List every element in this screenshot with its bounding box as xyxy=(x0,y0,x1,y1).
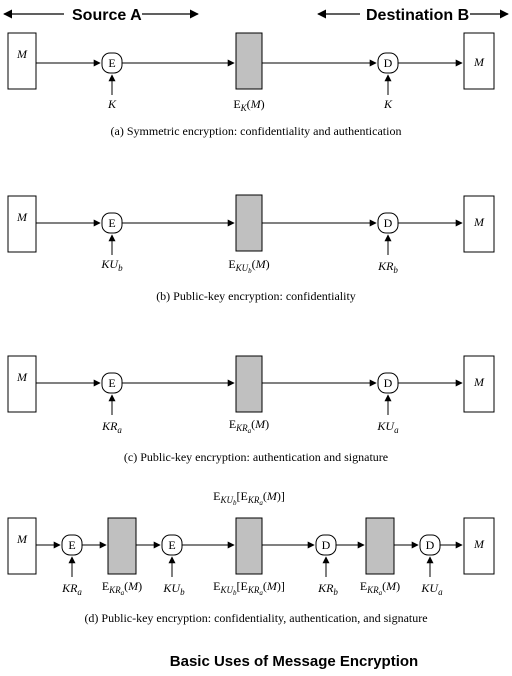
source-label: Source A xyxy=(72,7,142,24)
svg-text:E: E xyxy=(108,56,115,70)
svg-text:M: M xyxy=(16,210,28,224)
svg-text:M: M xyxy=(473,537,485,551)
plaintext-source-box xyxy=(7,517,37,575)
svg-text:D: D xyxy=(384,216,393,230)
ciphertext-box-2 xyxy=(235,517,263,575)
figure-title: Basic Uses of Message Encryption xyxy=(170,653,418,670)
encrypt-key-label: K xyxy=(107,97,117,111)
key-ku-a: KUa xyxy=(420,581,443,597)
svg-text:E: E xyxy=(108,216,115,230)
svg-text:D: D xyxy=(384,376,393,390)
diagram-c: M E KRa EKRa(M) D KUa M (c) Public-key e… xyxy=(7,355,495,464)
svg-text:M: M xyxy=(473,215,485,229)
ciphertext-label-2: EKUb[EKRa(M)] xyxy=(213,579,285,597)
ciphertext-label: EKUb(M) xyxy=(228,257,269,275)
ciphertext-box-1 xyxy=(107,517,137,575)
ciphertext-box xyxy=(235,355,263,413)
plaintext-dest-label: M xyxy=(473,55,485,69)
key-ku-b: KUb xyxy=(162,581,185,597)
diagram-b: M E KUb EKUb(M) D KRb M (b) Public-key e… xyxy=(7,194,495,303)
plaintext-dest-box xyxy=(463,355,495,413)
ciphertext-box xyxy=(235,194,263,252)
ciphertext-label: EKRa(M) xyxy=(229,417,269,435)
plaintext-dest-box xyxy=(463,517,495,575)
ciphertext-label: EK(M) xyxy=(233,97,264,113)
caption-a: (a) Symmetric encryption: confidentialit… xyxy=(111,124,402,138)
key-kr-b: KRb xyxy=(317,581,338,597)
header: Source A Destination B xyxy=(3,7,509,24)
decrypt-key-label: KRb xyxy=(377,259,398,275)
svg-text:D: D xyxy=(384,56,393,70)
svg-text:D: D xyxy=(322,538,331,552)
caption-d: (d) Public-key encryption: confidentiali… xyxy=(84,611,427,625)
key-kr-a: KRa xyxy=(61,581,82,597)
ciphertext-box xyxy=(235,32,263,90)
encrypt-key-label: KRa xyxy=(101,419,122,435)
svg-text:M: M xyxy=(473,375,485,389)
caption-b: (b) Public-key encryption: confidentiali… xyxy=(156,289,356,303)
svg-text:D: D xyxy=(426,538,435,552)
svg-text:M: M xyxy=(16,532,28,546)
svg-text:M: M xyxy=(16,370,28,384)
svg-text:E: E xyxy=(68,538,75,552)
ciphertext-label-3: EKRa(M) xyxy=(360,579,400,597)
plaintext-dest-box xyxy=(463,32,495,90)
plaintext-source-box xyxy=(7,32,37,90)
decrypt-key-label: KUa xyxy=(376,419,399,435)
decrypt-key-label: K xyxy=(383,97,393,111)
caption-c: (c) Public-key encryption: authenticatio… xyxy=(124,450,388,464)
destination-label: Destination B xyxy=(366,7,469,24)
plaintext-source-box xyxy=(7,195,37,253)
svg-text:E: E xyxy=(108,376,115,390)
diagram-a: M E K EK(M) D K M (a) Symmetric encrypti… xyxy=(7,32,495,138)
diagram-d: EKUb[EKRa(M)] M E KRa EKRa(M) E KUb EKUb… xyxy=(7,489,495,625)
encrypt-key-label: KUb xyxy=(100,257,123,273)
plaintext-source-box xyxy=(7,355,37,413)
svg-text:E: E xyxy=(168,538,175,552)
ciphertext-box-3 xyxy=(365,517,395,575)
plaintext-source-label: M xyxy=(16,47,28,61)
plaintext-dest-box xyxy=(463,195,495,253)
ciphertext-label-1: EKRa(M) xyxy=(102,579,142,597)
nested-ciphertext-top-label: EKUb[EKRa(M)] xyxy=(213,489,285,507)
